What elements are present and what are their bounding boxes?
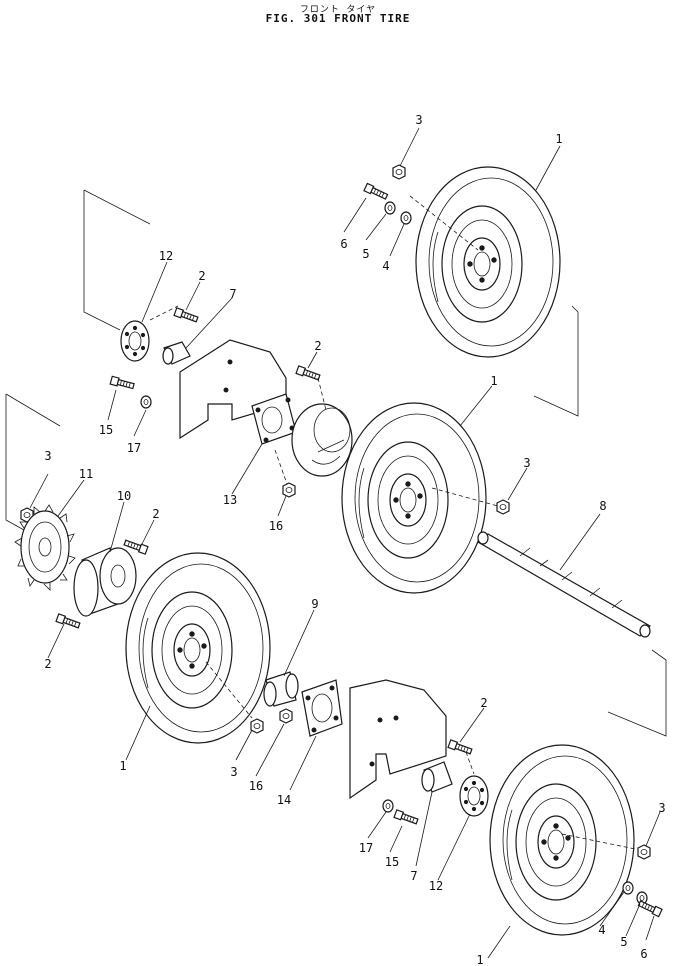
bracket-lower	[349, 679, 447, 800]
callout-1: 1	[490, 374, 497, 388]
callout-16: 16	[249, 779, 263, 793]
hub-cover-upper	[291, 403, 353, 477]
callout-2: 2	[480, 696, 487, 710]
hub-flange-lower	[459, 775, 489, 817]
callout-10: 10	[117, 489, 131, 503]
callout-5: 5	[620, 935, 627, 949]
callout-3: 3	[415, 113, 422, 127]
tire-top-right	[415, 166, 561, 358]
bolt-top	[363, 182, 389, 201]
callout-1: 1	[119, 759, 126, 773]
lock-washer-lower	[382, 799, 394, 813]
callout-14: 14	[277, 793, 291, 807]
callout-15: 15	[385, 855, 399, 869]
bolt-bearing-upper	[295, 365, 322, 382]
tire-lower-left	[125, 552, 271, 744]
callout-3: 3	[658, 801, 665, 815]
nut-lower-left	[250, 718, 264, 734]
callout-6: 6	[640, 947, 647, 961]
bolt-left-upper	[109, 375, 136, 391]
sprocket	[14, 504, 76, 591]
lock-washer-upper	[140, 395, 152, 409]
bolt-lower-left	[393, 809, 420, 826]
callout-12: 12	[159, 249, 173, 263]
hub-flange-upper	[120, 320, 150, 362]
callout-12: 12	[429, 879, 443, 893]
callout-6: 6	[340, 237, 347, 251]
tire-center	[341, 402, 487, 594]
figure-title-japanese: フロント タイヤ	[299, 5, 377, 15]
callout-3: 3	[44, 449, 51, 463]
washer-top	[400, 211, 412, 225]
bushing-9	[263, 671, 299, 707]
callout-9: 9	[311, 597, 318, 611]
callout-5: 5	[362, 247, 369, 261]
callout-7: 7	[410, 869, 417, 883]
nut-16-upper	[282, 482, 296, 498]
callout-2: 2	[152, 507, 159, 521]
callout-17: 17	[359, 841, 373, 855]
callout-7: 7	[229, 287, 236, 301]
bracket-upper	[179, 339, 287, 440]
bolt-upper-hub	[173, 307, 200, 324]
leader-lines	[29, 127, 661, 959]
nut-bottom-right	[637, 844, 651, 860]
axle-shaft	[476, 531, 651, 638]
bearing-flange-unit-upper	[251, 393, 297, 445]
callout-16: 16	[269, 519, 283, 533]
nut-center	[496, 499, 510, 515]
callout-1: 1	[555, 132, 562, 146]
hub-coupling	[73, 547, 137, 617]
callout-2: 2	[314, 339, 321, 353]
callout-2: 2	[198, 269, 205, 283]
callout-17: 17	[127, 441, 141, 455]
callout-1: 1	[476, 953, 483, 966]
tire-bottom-right	[489, 744, 635, 936]
bushing-upper	[162, 341, 191, 365]
callout-2: 2	[44, 657, 51, 671]
nut-16-lower	[279, 708, 293, 724]
bolt-bottom-right	[637, 899, 663, 918]
callout-8: 8	[599, 499, 606, 513]
spring-washer-top	[384, 201, 396, 215]
callout-15: 15	[99, 423, 113, 437]
bushing-lower	[421, 761, 453, 793]
figure-title: FIG. 301 FRONT TIRE	[265, 12, 411, 25]
callout-labels: 1 1 1 1 2 2 2 2 2 3 3 3 3 3 4 4 5 5 6 6 …	[44, 113, 665, 966]
callout-13: 13	[223, 493, 237, 507]
callout-4: 4	[598, 923, 605, 937]
callout-11: 11	[79, 467, 93, 481]
callout-3: 3	[230, 765, 237, 779]
bearing-flange-unit-lower	[301, 679, 343, 737]
callout-4: 4	[382, 259, 389, 273]
washer-bottom-right	[622, 881, 634, 895]
callout-3: 3	[523, 456, 530, 470]
nut-top	[392, 164, 406, 180]
bolt-coupling-left	[55, 613, 82, 630]
